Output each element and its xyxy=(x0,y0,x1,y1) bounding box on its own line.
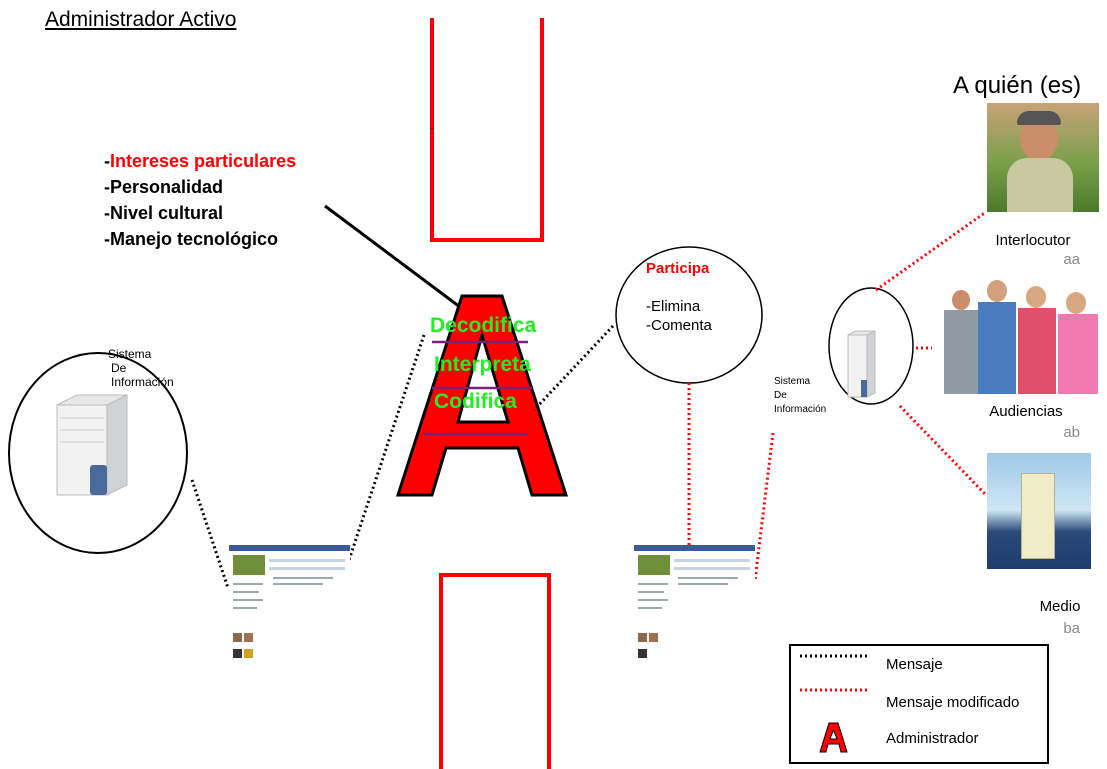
administrator-a-icon xyxy=(395,294,569,497)
legend-a-icon xyxy=(819,722,848,753)
left-system-label: Sistema De Información xyxy=(108,347,174,389)
recipient-code-ab: ab xyxy=(1063,424,1080,441)
recipient-name-medio: Medio xyxy=(1039,598,1081,615)
participa-items: -Elimina -Comenta xyxy=(646,297,712,335)
recipient-name-interlocutor: Interlocutor xyxy=(995,232,1071,249)
recipient-code-ba: ba xyxy=(1063,620,1080,637)
legend-administrador: Administrador xyxy=(886,730,979,747)
left-facebook-page xyxy=(229,545,350,660)
participa-elimina: -Elimina xyxy=(646,298,701,315)
right-system-label: Sistema De Información xyxy=(774,376,827,415)
trait-personalidad: -Personalidad xyxy=(104,177,224,197)
participa-comenta: -Comenta xyxy=(646,317,712,334)
right-facebook-page xyxy=(634,545,755,660)
recipient-name-audiencias: Audiencias xyxy=(989,403,1063,420)
modified-message-lines xyxy=(687,210,987,581)
right-system-ellipse xyxy=(828,287,914,405)
verb-interpreta: Interpreta xyxy=(434,353,531,376)
traits-connector xyxy=(324,204,465,312)
verb-decodifica: Decodifica xyxy=(430,314,537,337)
trait-nivel-cultural: -Nivel cultural xyxy=(104,203,224,223)
page-title: Administrador Activo xyxy=(45,8,237,31)
recipients-heading: A quién (es) xyxy=(953,72,1082,99)
recipient-code-aa: aa xyxy=(1063,251,1080,268)
traits-list: -Intereses particulares -Personalidad -N… xyxy=(104,148,296,252)
trait-manejo-tecnologico: -Manejo tecnológico xyxy=(104,229,279,249)
medio-photo xyxy=(987,453,1091,580)
legend-mensaje-modificado: Mensaje modificado xyxy=(886,694,1020,711)
lower-channel xyxy=(439,573,551,769)
message-lines xyxy=(190,324,615,589)
legend-mensaje: Mensaje xyxy=(886,656,943,673)
trait-intereses: Intereses particulares xyxy=(110,151,297,171)
participa-title: Participa xyxy=(646,260,710,277)
audiencias-photo xyxy=(932,272,1104,394)
interlocutor-photo xyxy=(987,103,1099,212)
left-system-ellipse xyxy=(8,352,188,554)
right-computer-icon xyxy=(847,330,876,398)
upper-channel xyxy=(430,18,544,242)
left-computer-icon xyxy=(56,394,128,496)
trait-item: -Intereses particulares xyxy=(104,151,297,171)
verb-codifica: Codifica xyxy=(434,390,517,413)
